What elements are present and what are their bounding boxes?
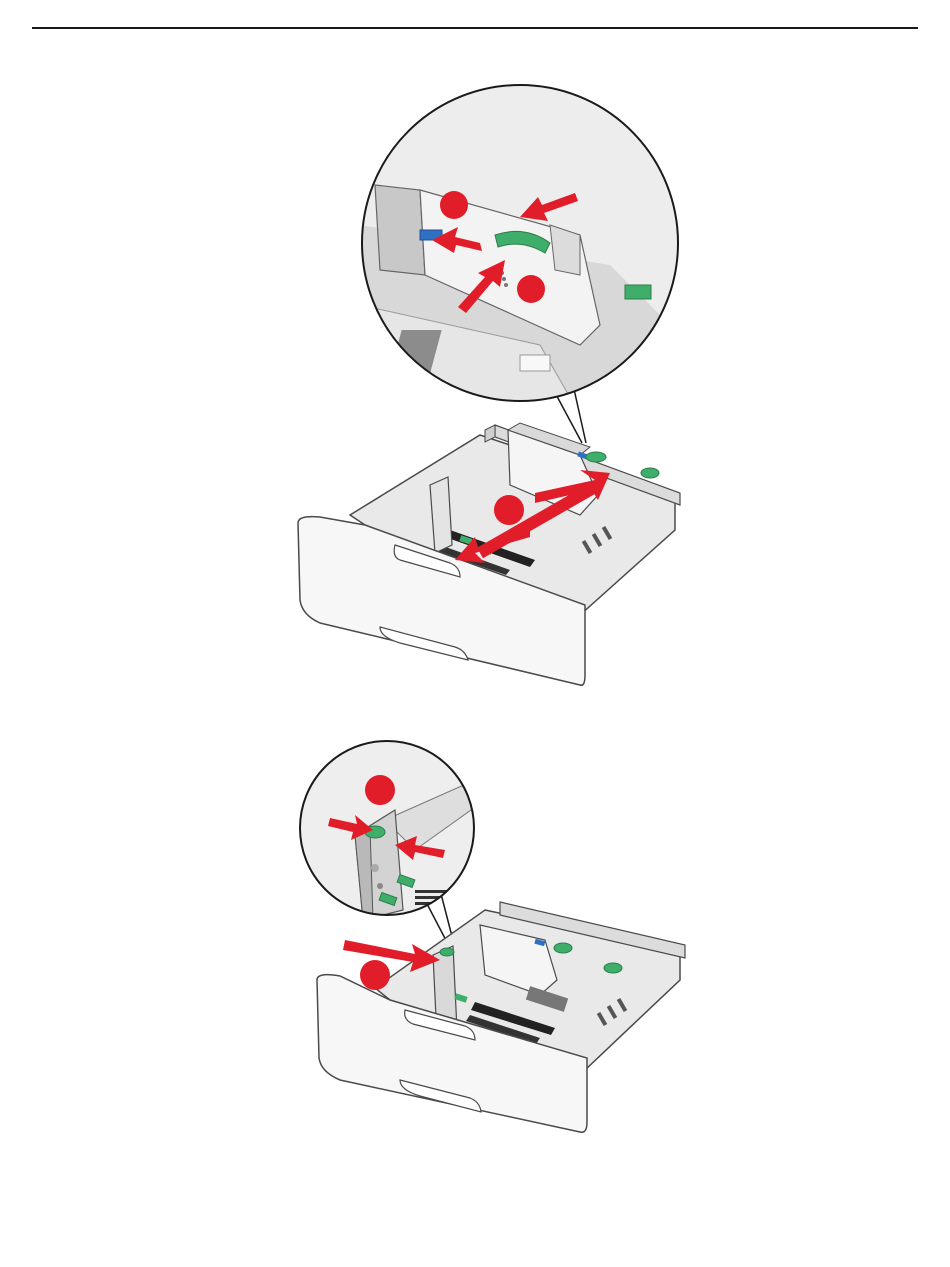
callout-2-badge-bottom [360,960,390,990]
tray-illustration-top [280,75,700,695]
magnifier-detail-2 [295,740,485,920]
paper-tray-2 [317,902,685,1132]
magnifier-detail [360,85,690,415]
figure-width-guide [295,740,695,1140]
figure-length-guide [280,75,700,695]
callout-3-badge [517,275,545,303]
header-rule [32,27,918,29]
callout-1-badge [494,495,524,525]
tray-illustration-bottom [295,740,695,1140]
callout-2-badge [440,191,468,219]
callout-1-badge-bottom [365,775,395,805]
